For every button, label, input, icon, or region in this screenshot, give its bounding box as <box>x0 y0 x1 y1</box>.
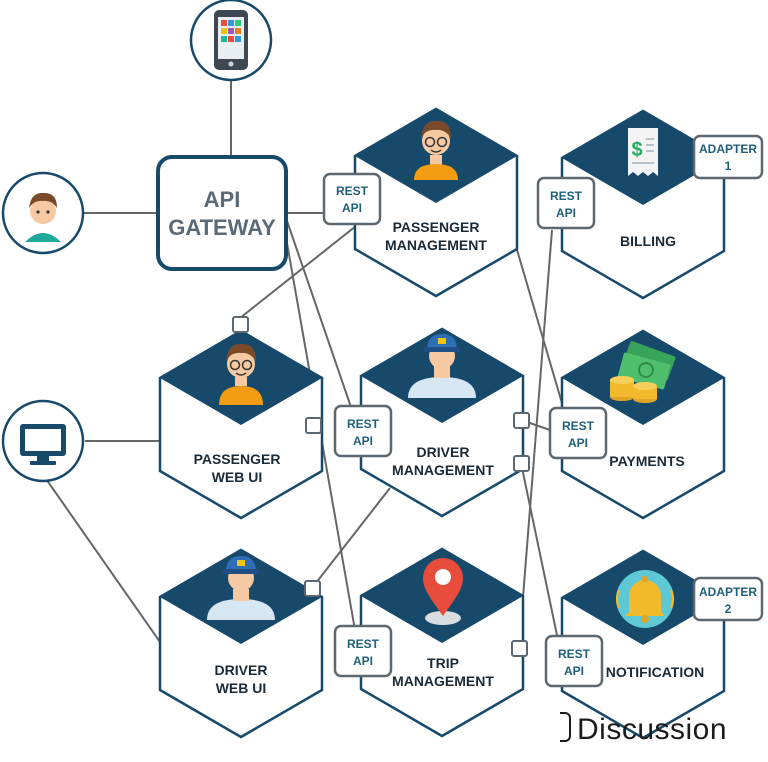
service-label-line1: PAYMENTS <box>609 453 684 469</box>
hex-passenger-management: PASSENGER MANAGEMENT <box>353 107 519 298</box>
rest-api-line1: REST <box>550 189 583 203</box>
service-label-line1: BILLING <box>620 233 676 249</box>
passenger-avatar-icon <box>414 120 458 180</box>
service-label-line2: MANAGEMENT <box>392 462 494 478</box>
location-pin-icon <box>423 558 463 625</box>
port-squares <box>232 316 530 657</box>
svg-text:$: $ <box>631 139 642 161</box>
service-label-line2: MANAGEMENT <box>392 673 494 689</box>
service-label-line1: DRIVER <box>215 662 268 678</box>
rest-api-line2: API <box>556 206 576 220</box>
connector-billing-trip <box>518 229 553 649</box>
brand-watermark: Discussion <box>560 712 727 747</box>
hex-notification: NOTIFICATION <box>560 549 726 740</box>
service-label-line1: TRIP <box>427 655 459 671</box>
hex-billing: $ BILLING <box>560 109 726 300</box>
adapter-line1: ADAPTER <box>699 585 757 599</box>
mobile-phone-icon <box>214 10 248 70</box>
driver-avatar-icon <box>408 334 476 398</box>
service-label-line1: DRIVER <box>417 444 470 460</box>
rest-api-line2: API <box>353 434 373 448</box>
rest-api-box-passenger-management: REST API <box>322 172 382 226</box>
connector-rest1-pwebui <box>239 225 357 319</box>
port-square <box>513 455 530 472</box>
service-label-line2: WEB UI <box>216 680 267 696</box>
connector-pm-payments <box>514 242 565 411</box>
brand-logo-icon <box>560 712 571 742</box>
port-square <box>232 316 249 333</box>
hex-driver-management: DRIVER MANAGEMENT <box>359 327 525 518</box>
gateway-title-line1: API <box>204 187 241 212</box>
service-label-line2: WEB UI <box>212 469 263 485</box>
passenger-avatar-icon <box>219 343 263 405</box>
rest-api-box-billing: REST API <box>536 176 596 230</box>
adapter-line2: 1 <box>725 159 732 173</box>
rest-api-box-trip-management: REST API <box>333 624 393 678</box>
desktop-client <box>1 399 85 483</box>
adapter-box-2: ADAPTER 2 <box>692 576 764 622</box>
gateway-title-line2: GATEWAY <box>168 215 276 240</box>
brand-text: Discussion <box>577 713 728 746</box>
port-square <box>304 580 321 597</box>
passenger-client <box>1 171 85 255</box>
bell-icon <box>616 570 674 628</box>
connector-dwebui-dm <box>311 487 391 589</box>
service-label-line2: MANAGEMENT <box>385 237 487 253</box>
rest-api-line1: REST <box>347 417 380 431</box>
hex-payments: PAYMENTS <box>560 329 726 520</box>
rest-api-line1: REST <box>562 419 595 433</box>
rest-api-box-notification: REST API <box>544 634 604 688</box>
adapter-line1: ADAPTER <box>699 142 757 156</box>
port-square <box>513 412 530 429</box>
connector-dm-notification <box>520 462 559 641</box>
api-gateway-box: API GATEWAY <box>156 155 288 271</box>
rest-api-line1: REST <box>336 184 369 198</box>
adapter-box-1: ADAPTER 1 <box>692 134 764 180</box>
service-label-line1: PASSENGER <box>194 451 281 467</box>
port-square <box>305 417 322 434</box>
driver-avatar-icon <box>207 556 275 620</box>
money-icon <box>610 341 676 403</box>
desktop-monitor-icon <box>20 424 66 465</box>
hex-driver-web-ui: DRIVER WEB UI <box>158 548 324 739</box>
adapter-line2: 2 <box>725 602 732 616</box>
rest-api-line2: API <box>353 654 373 668</box>
service-label-line1: NOTIFICATION <box>606 664 705 680</box>
rest-api-line1: REST <box>558 647 591 661</box>
mobile-client <box>189 0 273 82</box>
rest-api-line2: API <box>342 201 362 215</box>
hex-passenger-web-ui: PASSENGER WEB UI <box>158 329 324 520</box>
rest-api-line2: API <box>568 436 588 450</box>
rest-api-box-payments: REST API <box>548 406 608 460</box>
rest-api-line1: REST <box>347 637 380 651</box>
connector-desktop-dwebui <box>43 475 161 643</box>
passenger-avatar-icon <box>25 192 61 242</box>
port-square <box>511 640 528 657</box>
connector-gateway-driver-rest <box>285 217 353 411</box>
rest-api-line2: API <box>564 664 584 678</box>
hex-trip-management: TRIP MANAGEMENT <box>359 547 525 738</box>
rest-api-box-driver-management: REST API <box>333 404 393 458</box>
service-label-line1: PASSENGER <box>393 219 480 235</box>
receipt-icon: $ <box>628 128 658 176</box>
